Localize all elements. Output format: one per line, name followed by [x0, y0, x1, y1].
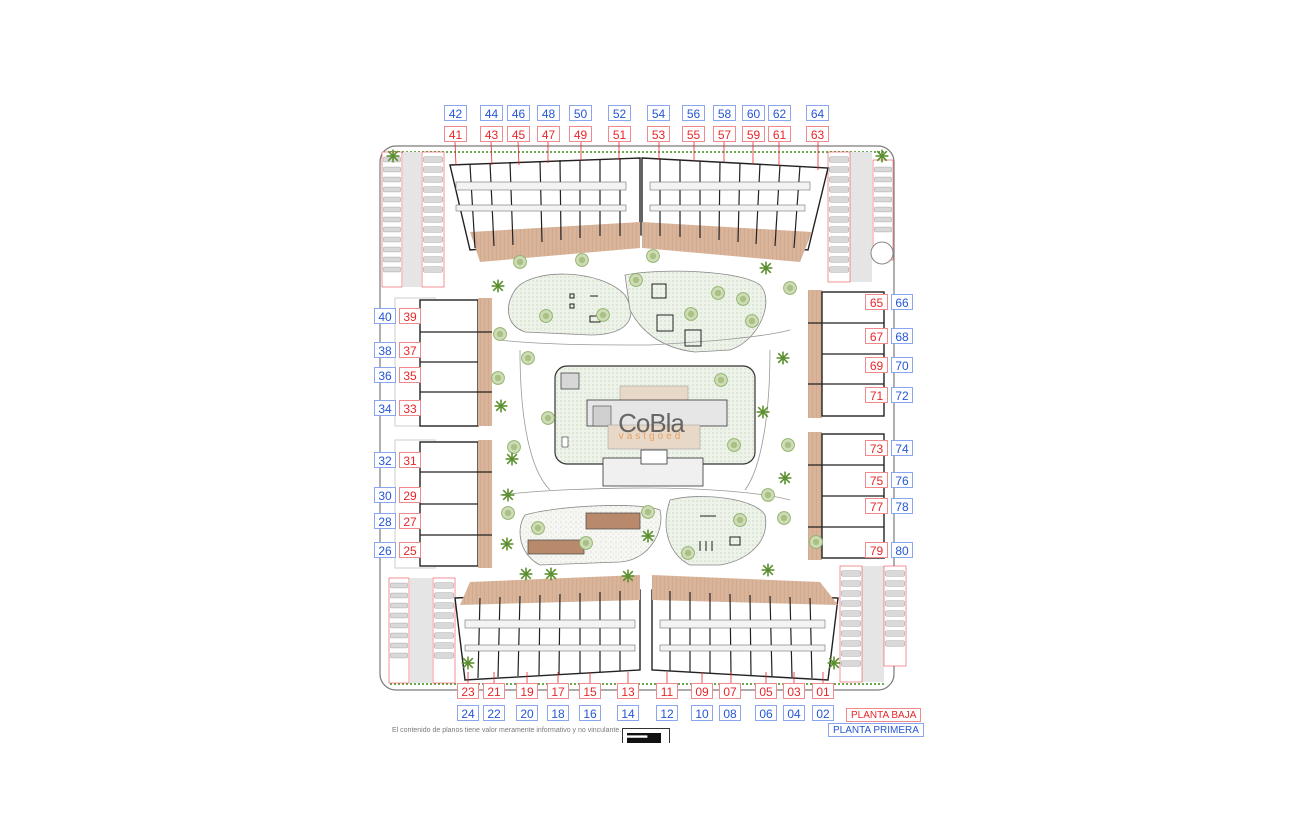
unit-label-bj[interactable]: 59	[742, 126, 765, 142]
unit-label-bj[interactable]: 47	[537, 126, 560, 142]
unit-label-pp[interactable]: 54	[647, 105, 670, 121]
unit-label-bj[interactable]: 49	[569, 126, 592, 142]
unit-label-bj[interactable]: 57	[713, 126, 736, 142]
unit-label-bj[interactable]: 11	[656, 683, 678, 699]
disclaimer-text: El contenido de planos tiene valor meram…	[392, 727, 622, 734]
unit-label-bj[interactable]: 03	[783, 683, 805, 699]
unit-label-bj[interactable]: 55	[682, 126, 705, 142]
unit-label-bj[interactable]: 45	[507, 126, 530, 142]
unit-label-bj[interactable]: 37	[399, 342, 421, 358]
unit-label-pp[interactable]: 52	[608, 105, 631, 121]
unit-label-pp[interactable]: 04	[783, 705, 805, 721]
unit-label-bj[interactable]: 77	[865, 498, 888, 514]
legend-planta-primera: PLANTA PRIMERA	[828, 723, 924, 737]
unit-label-bj[interactable]: 41	[444, 126, 467, 142]
unit-label-bj[interactable]: 35	[399, 367, 421, 383]
unit-label-pp[interactable]: 42	[444, 105, 467, 121]
unit-label-pp[interactable]: 34	[374, 400, 396, 416]
unit-label-bj[interactable]: 09	[691, 683, 713, 699]
unit-label-pp[interactable]: 58	[713, 105, 736, 121]
unit-label-pp[interactable]: 44	[480, 105, 503, 121]
unit-label-bj[interactable]: 75	[865, 472, 888, 488]
unit-label-pp[interactable]: 30	[374, 487, 396, 503]
unit-label-pp[interactable]: 76	[891, 472, 913, 488]
unit-label-pp[interactable]: 68	[891, 328, 913, 344]
unit-label-pp[interactable]: 28	[374, 513, 396, 529]
unit-label-bj[interactable]: 17	[547, 683, 569, 699]
unit-label-bj[interactable]: 05	[755, 683, 777, 699]
legend-planta-baja: PLANTA BAJA	[846, 708, 922, 722]
unit-label-bj[interactable]: 07	[719, 683, 741, 699]
unit-label-pp[interactable]: 12	[656, 705, 678, 721]
unit-label-pp[interactable]: 10	[691, 705, 713, 721]
unit-label-pp[interactable]: 24	[457, 705, 479, 721]
unit-label-pp[interactable]: 46	[507, 105, 530, 121]
unit-label-bj[interactable]: 31	[399, 452, 421, 468]
unit-label-pp[interactable]: 72	[891, 387, 913, 403]
unit-label-bj[interactable]: 15	[579, 683, 601, 699]
unit-label-bj[interactable]: 33	[399, 400, 421, 416]
watermark-subtitle: vastgoed	[618, 431, 684, 442]
unit-label-pp[interactable]: 70	[891, 357, 913, 373]
unit-label-pp[interactable]: 56	[682, 105, 705, 121]
unit-label-pp[interactable]: 50	[569, 105, 592, 121]
unit-label-bj[interactable]: 23	[457, 683, 479, 699]
unit-label-pp[interactable]: 64	[806, 105, 829, 121]
unit-label-bj[interactable]: 65	[865, 294, 888, 310]
unit-label-pp[interactable]: 40	[374, 308, 396, 324]
unit-label-bj[interactable]: 25	[399, 542, 421, 558]
unit-label-bj[interactable]: 63	[806, 126, 829, 142]
unit-label-bj[interactable]: 73	[865, 440, 888, 456]
unit-label-pp[interactable]: 08	[719, 705, 741, 721]
unit-label-bj[interactable]: 19	[516, 683, 538, 699]
unit-label-pp[interactable]: 20	[516, 705, 538, 721]
unit-label-pp[interactable]: 80	[891, 542, 913, 558]
watermark-title: CoBla	[618, 408, 685, 438]
unit-label-pp[interactable]: 18	[547, 705, 569, 721]
watermark-logo: CoBla vastgoed	[606, 410, 696, 442]
unit-label-pp[interactable]: 48	[537, 105, 560, 121]
unit-label-bj[interactable]: 01	[812, 683, 834, 699]
unit-label-pp[interactable]: 02	[812, 705, 834, 721]
unit-label-bj[interactable]: 29	[399, 487, 421, 503]
unit-label-pp[interactable]: 14	[617, 705, 639, 721]
unit-label-pp[interactable]: 78	[891, 498, 913, 514]
unit-label-pp[interactable]: 74	[891, 440, 913, 456]
unit-label-pp[interactable]: 22	[483, 705, 505, 721]
brand-logo-icon	[622, 728, 670, 743]
unit-label-bj[interactable]: 39	[399, 308, 421, 324]
unit-label-pp[interactable]: 66	[891, 294, 913, 310]
unit-label-pp[interactable]: 60	[742, 105, 765, 121]
unit-label-pp[interactable]: 36	[374, 367, 396, 383]
unit-label-bj[interactable]: 21	[483, 683, 505, 699]
unit-label-pp[interactable]: 26	[374, 542, 396, 558]
unit-label-bj[interactable]: 51	[608, 126, 631, 142]
unit-label-bj[interactable]: 67	[865, 328, 888, 344]
unit-label-bj[interactable]: 71	[865, 387, 888, 403]
unit-label-pp[interactable]: 62	[768, 105, 791, 121]
unit-label-bj[interactable]: 69	[865, 357, 888, 373]
unit-label-bj[interactable]: 43	[480, 126, 503, 142]
unit-label-pp[interactable]: 32	[374, 452, 396, 468]
unit-label-bj[interactable]: 53	[647, 126, 670, 142]
unit-label-bj[interactable]: 27	[399, 513, 421, 529]
unit-label-bj[interactable]: 13	[617, 683, 639, 699]
unit-label-pp[interactable]: 16	[579, 705, 601, 721]
unit-label-bj[interactable]: 79	[865, 542, 888, 558]
unit-label-bj[interactable]: 61	[768, 126, 791, 142]
unit-label-pp[interactable]: 38	[374, 342, 396, 358]
unit-label-pp[interactable]: 06	[755, 705, 777, 721]
